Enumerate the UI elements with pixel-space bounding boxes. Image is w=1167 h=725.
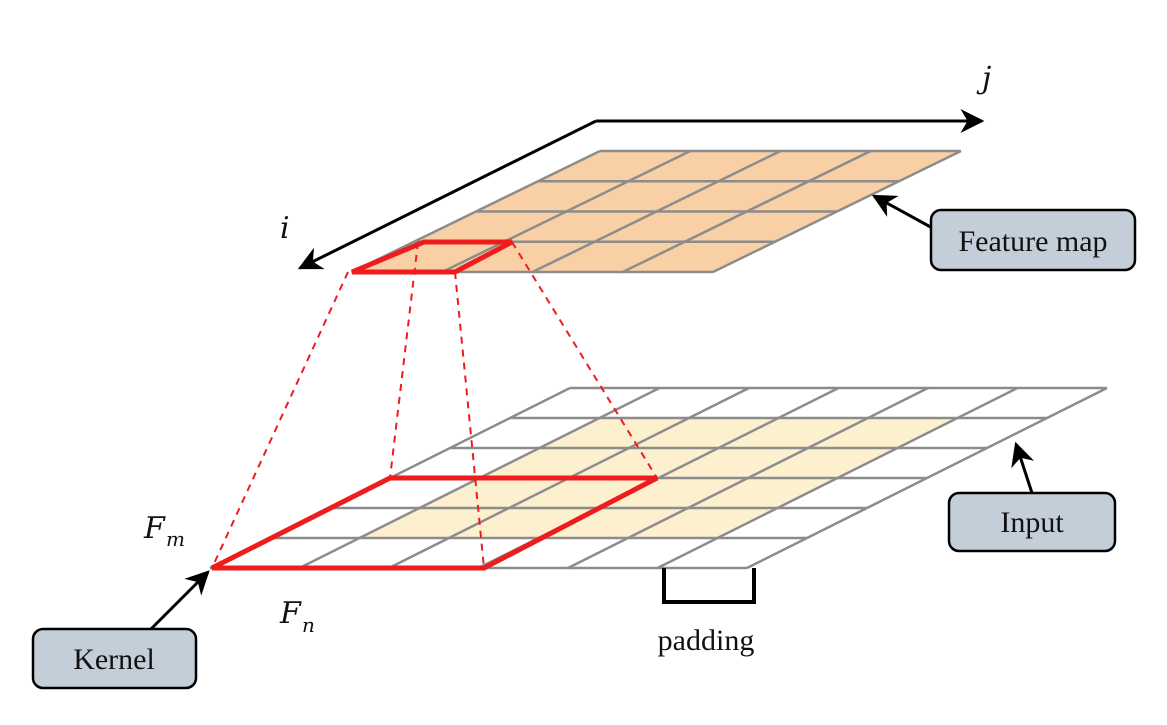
grid-cell: [476, 181, 629, 212]
grid-cell: [629, 418, 779, 448]
input-label: Input: [1000, 506, 1064, 539]
input-pointer-arrow: [1011, 441, 1035, 494]
grid-cell: [568, 538, 718, 568]
grid-line: [622, 149, 872, 274]
grid-cell: [868, 388, 1018, 418]
input-callout: Input: [947, 441, 1117, 553]
projection-lines: [211, 241, 658, 569]
grid-cell: [779, 388, 929, 418]
grid-cell: [598, 478, 748, 508]
grid-cell: [532, 241, 685, 272]
fm-label: F m: [143, 511, 185, 551]
grid-cell: [538, 151, 691, 182]
grid-cell: [746, 181, 899, 212]
feature-map-pointer-arrow: [871, 194, 937, 232]
grid-cell: [718, 151, 871, 182]
grid-cell: [748, 448, 898, 478]
grid-cell: [656, 181, 809, 212]
kernel-label-box: [31, 627, 198, 690]
grid-cell: [628, 151, 781, 182]
grid-cell: [442, 241, 595, 272]
grid-line: [531, 149, 782, 274]
fn-label-base: F: [279, 596, 302, 631]
fn-label-subscript: n: [302, 613, 315, 637]
grid-cell: [566, 181, 719, 212]
grid-cell: [414, 211, 567, 242]
grid-cell: [594, 211, 747, 242]
grid-cell: [684, 211, 837, 242]
grid-cell: [300, 538, 450, 568]
grid-cell: [658, 448, 808, 478]
grid-cell: [688, 478, 838, 508]
grid-cell: [689, 388, 839, 418]
fn-label: F n: [279, 596, 315, 637]
grid-cell: [539, 418, 689, 448]
grid-line: [441, 149, 691, 274]
grid-line: [746, 386, 1108, 570]
projection-line: [389, 241, 419, 479]
axes: j i: [280, 61, 991, 270]
kernel-pointer-arrow: [148, 570, 210, 632]
grid-cell: [600, 388, 750, 418]
grid-cell: [718, 418, 868, 448]
grid-cell: [449, 508, 599, 538]
kernel-label: Kernel: [73, 643, 155, 676]
grid-cell: [622, 241, 775, 272]
grid-cell: [479, 448, 629, 478]
grid-cell: [628, 508, 778, 538]
feature-map-label: Feature map: [958, 225, 1107, 258]
grid-cell: [509, 478, 659, 508]
feature-map-label-box: [929, 208, 1137, 272]
projection-line: [211, 271, 349, 569]
grid-line: [712, 149, 962, 274]
output-cell-highlight: [351, 239, 514, 275]
grid-cell: [569, 448, 719, 478]
grid-cell: [419, 478, 569, 508]
grid-cell: [210, 538, 360, 568]
grid-cell: [658, 538, 808, 568]
grid-cell: [359, 508, 509, 538]
grid-line: [656, 386, 1019, 570]
input-label-box: [947, 491, 1117, 553]
grid-cell: [808, 151, 961, 182]
grid-cell: [504, 211, 657, 242]
grid-cell: [479, 538, 629, 568]
projection-line: [454, 271, 485, 569]
grid-cell: [510, 388, 660, 418]
feature-map-grid: [351, 149, 962, 274]
grid-cell: [958, 388, 1108, 418]
grid-cell: [538, 508, 688, 538]
i-axis-arrow: [297, 119, 597, 270]
j-axis-label: j: [976, 61, 991, 96]
fm-label-subscript: m: [166, 527, 185, 551]
padding-bracket: [662, 568, 756, 604]
kernel-callout: Kernel: [31, 570, 210, 690]
feature-map-callout: Feature map: [871, 194, 1137, 272]
grid-cell: [808, 418, 958, 448]
padding-label: padding: [658, 624, 755, 657]
grid-line: [351, 149, 601, 274]
fm-label-base: F: [143, 511, 166, 546]
grid-line: [567, 386, 929, 570]
i-axis-label: i: [280, 211, 290, 246]
kernel-window: [210, 475, 659, 571]
grid-cell: [352, 241, 505, 272]
